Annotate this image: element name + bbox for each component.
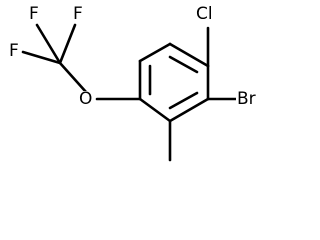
fluorine-atom-label-top-left: F [28,4,40,24]
oxygen-atom-label: O [78,89,94,109]
fluorine-atom-label-left: F [8,41,20,61]
ring-double-bond-bottom-right [168,91,199,110]
oxygen-carbon-bond [58,61,88,94]
ring-bond-top-left [138,42,172,63]
ring-bond-top-right [168,42,210,68]
ring-bond-bottom-left [138,97,172,123]
ring-bond-bottom-right [168,97,210,123]
cf-bond-left [21,50,62,65]
cf-bond-top-left [35,23,62,65]
chlorine-atom-label: Cl [195,4,214,24]
chemical-structure-diagram: Cl Br O F F F [8,4,257,162]
bromine-atom-label: Br [236,89,257,109]
molecule-bonds [21,23,242,162]
ring-double-bond-top-right [168,55,199,74]
cf-bond-top-right [58,23,77,65]
fluorine-atom-label-top-right: F [72,4,84,24]
